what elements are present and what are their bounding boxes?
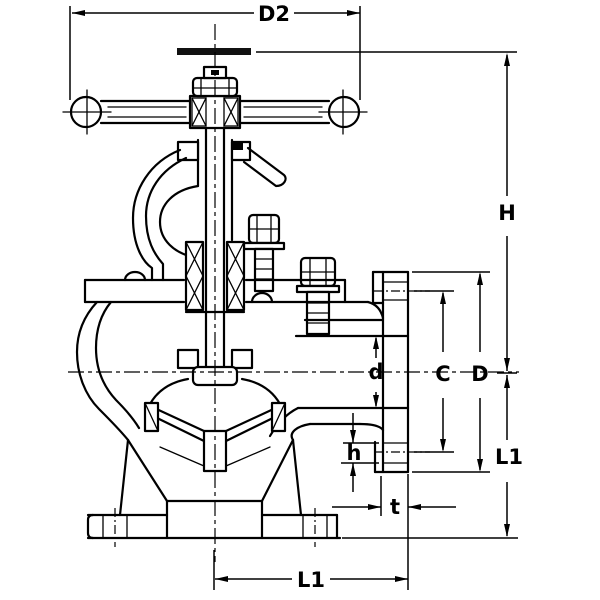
dim-label-h: H (498, 201, 516, 225)
dim-label-d-small: d (368, 360, 383, 384)
dim-l1-bottom: L1 (213, 550, 408, 592)
dim-label-d2: D2 (258, 2, 290, 26)
dim-d2: D2 (69, 2, 361, 100)
dim-l1-side: L1 (342, 375, 523, 539)
bolt-boss-right (250, 291, 274, 304)
stuffing-box (184, 240, 246, 314)
dim-label-h-small: h (347, 441, 362, 465)
dim-flange-od: D (412, 271, 490, 473)
bonnet-flange (83, 270, 370, 304)
stem-top-bar (177, 48, 251, 55)
yoke (131, 138, 287, 282)
dim-label-c: C (435, 362, 450, 386)
dim-label-l1-side: L1 (495, 445, 523, 469)
packing-left (184, 240, 205, 312)
valve-body (75, 300, 410, 442)
bonnet-bolt (295, 256, 341, 336)
bonnet-dome (158, 184, 200, 260)
centerlines (68, 24, 519, 562)
yoke-wing-right (242, 146, 287, 188)
dim-label-l1-bottom: L1 (297, 568, 325, 592)
stem (204, 126, 226, 370)
base-flange (86, 438, 342, 547)
yoke-arm-left-inner (144, 156, 188, 282)
dim-label-t: t (390, 495, 400, 519)
dim-bolt-hole: h (341, 413, 379, 492)
packing-right (225, 240, 246, 312)
dim-label-d-big: D (471, 362, 488, 386)
dim-bolt-circle: C (414, 290, 454, 453)
dim-flange-thickness: t (332, 474, 456, 590)
dim-h-overall: H (256, 51, 517, 374)
dim-bore: d (368, 336, 384, 408)
body-left-inner (94, 300, 141, 430)
body-left-outer (75, 300, 130, 442)
yoke-arm-left-outer (131, 148, 182, 282)
bolt-boss-left (123, 270, 147, 282)
